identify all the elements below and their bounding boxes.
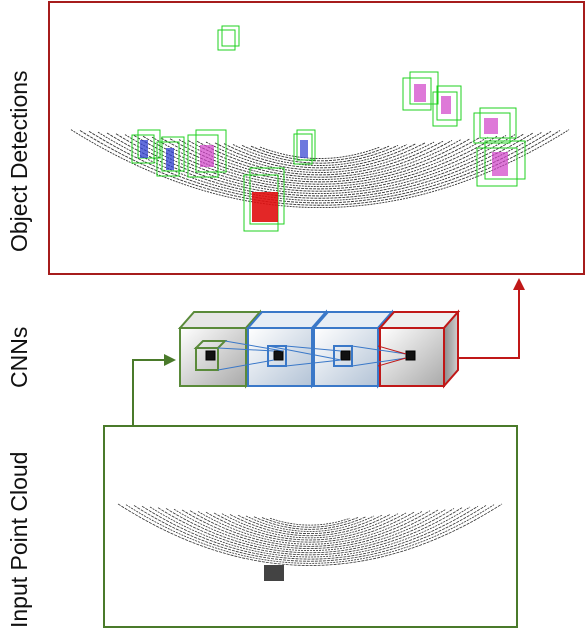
scan-line [269,517,351,526]
detection-box [131,129,161,164]
lidar-scan-lines [70,129,570,209]
scan-line [141,505,479,560]
scan-line [157,507,463,556]
scan-line [253,516,367,530]
cnn-layers [177,309,461,389]
scan-line [229,514,391,537]
detection-box [432,85,462,127]
scan-line [88,130,552,204]
scan-line [259,146,381,159]
scan-line [149,506,471,558]
scan-line [106,132,534,199]
scan-line [151,136,489,187]
scan-line [241,144,399,164]
detection-box [473,107,517,144]
scan-line [187,140,453,178]
input-point-cloud-panel [103,425,518,628]
detected-object-points [140,84,508,222]
scan-line [197,511,423,545]
scan-line [165,508,455,554]
scan-line [232,144,408,166]
scan-line [250,145,390,162]
detection-box [217,25,240,51]
scan-line [213,512,407,541]
arrow-icon [458,278,525,359]
detection-box [402,71,439,111]
detection-box [293,129,316,165]
arrow-icon [132,354,176,426]
scan-line [245,515,375,532]
detection-box [476,140,526,187]
scan-line [97,131,543,201]
car-points [264,565,284,581]
scan-line [117,503,503,566]
lidar-scan-lines [117,503,503,566]
scan-line [173,508,447,551]
kernel-cells [205,350,416,361]
scan-line [125,504,495,564]
connection-lines [217,340,407,371]
layer-cube-icon [377,309,461,389]
scan-line [181,509,439,549]
scan-line [214,142,426,171]
detection-box [187,129,227,178]
scan-line [205,511,415,543]
scan-line [142,135,498,190]
scan-line [178,139,462,180]
detection-box [156,136,185,177]
scan-line [261,517,359,528]
object-detections-panel [48,1,585,275]
scan-line [223,143,417,169]
scan-line [196,140,444,176]
scan-line [205,141,435,173]
scan-line [189,510,431,547]
detection-boxes [131,25,526,232]
scan-line [133,505,487,562]
scan-line [237,514,383,534]
